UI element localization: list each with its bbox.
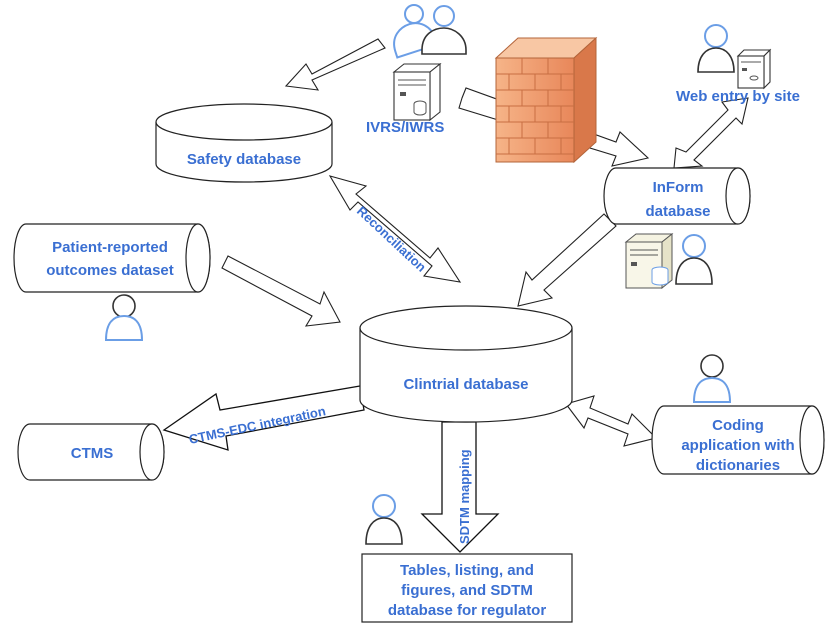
arrow-ctms-edc-integration [162,385,365,451]
arrow-users-to-safety [284,38,386,91]
coding-label-line3: dictionaries [696,457,780,474]
person-icon [421,5,467,55]
pro-label-line2: outcomes dataset [46,262,174,279]
sdtm-mapping-label: SDTM mapping [457,449,472,544]
person-icon [393,4,439,59]
clintrial-label: Clintrial database [403,376,528,393]
pro-dataset-node: Patient-reported outcomes dataset [13,223,211,293]
safety-database-label: Safety database [187,151,301,168]
person-icon [692,354,732,403]
tlf-label-line3: database for regulator [388,602,547,619]
firewall-icon [494,36,598,164]
safety-database-node: Safety database [155,103,333,183]
ctms-node: CTMS [17,423,165,481]
inform-database-node: InForm database [603,167,751,225]
person-icon [104,294,144,341]
reconciliation-label: Reconciliation [354,203,429,275]
coding-application-node: Coding application with dictionaries [651,405,825,475]
arrow-inform-web-entry [673,97,749,169]
arrow-pro-to-clintrial [221,255,341,327]
person-icon [697,24,735,73]
clintrial-database-node: Clintrial database [359,305,573,423]
arrow-sdtm-mapping [420,421,500,553]
ctms-label: CTMS [71,445,114,462]
inform-label-line1: InForm [653,179,704,196]
tlf-label-line2: figures, and SDTM [401,582,533,599]
arrow-clintrial-coding [565,395,658,447]
tlf-label-line1: Tables, listing, and [400,562,534,579]
arrow-inform-to-clintrial [517,213,617,307]
server-icon [392,62,442,122]
inform-label-line2: database [645,203,710,220]
person-icon [365,494,403,545]
arrow-reconciliation [328,175,462,283]
coding-label-line1: Coding [712,417,764,434]
server-icon [624,232,674,290]
server-icon [736,48,772,90]
pro-label-line1: Patient-reported [52,239,168,256]
web-entry-label: Web entry by site [676,88,800,105]
person-icon [675,234,713,285]
tlf-sdtm-node: Tables, listing, and figures, and SDTM d… [361,553,573,623]
coding-label-line2: application with [681,437,794,454]
ivrs-label: IVRS/IWRS [366,119,444,136]
